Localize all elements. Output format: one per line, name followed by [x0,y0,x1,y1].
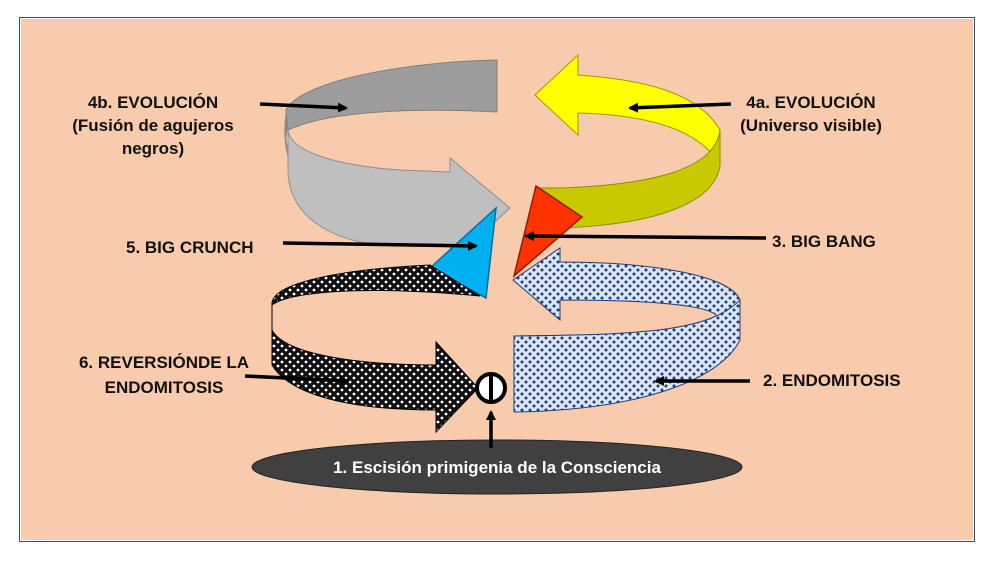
pointer-arrow-3 [524,231,767,242]
label-big-crunch: 5. BIG CRUNCH [126,238,254,257]
reversion-arrow [271,264,481,434]
pointer-arrow-5 [282,240,478,251]
pointer-arrow-6 [244,374,350,386]
phi-circle-icon [475,372,507,404]
label-reversion-line1: 6. REVERSIÓNDE LA [79,353,249,372]
label-4b-line1: 4b. EVOLUCIÓN [88,93,218,112]
endomitosis-arrow [512,247,741,413]
label-big-bang: 3. BIG BANG [772,232,876,251]
escision-ellipse [251,439,743,495]
label-4b-line3: negros) [122,139,184,158]
pointer-arrow-4a [628,102,732,113]
pointer-arrow-4b [259,102,348,113]
label-4b-line2: (Fusión de agujeros [72,116,234,135]
label-escision: 1. Escisión primigenia de la Consciencia [333,458,661,477]
big-bang-triangle [512,184,584,279]
label-reversion-line2: ENDOMITOSIS [105,378,224,397]
label-4a-line2: (Universo visible) [740,116,882,135]
diagram-frame [19,17,975,542]
label-endomitosis: 2. ENDOMITOSIS [763,371,901,390]
label-4a-line1: 4a. EVOLUCIÓN [746,93,875,112]
